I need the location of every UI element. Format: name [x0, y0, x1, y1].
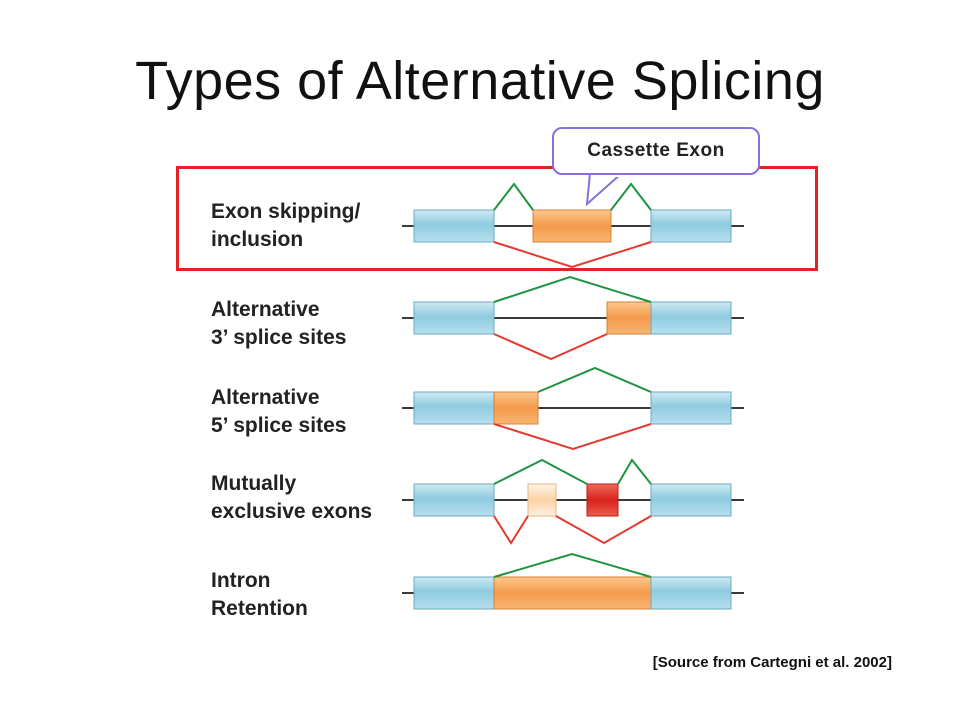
row-label-line: Exon skipping/	[211, 200, 361, 223]
skipping-path	[493, 241, 652, 269]
constitutive-exon	[413, 483, 495, 517]
row-label-line: 5’ splice sites	[211, 414, 347, 437]
skipping-path	[555, 515, 652, 545]
row-intron-retention	[402, 552, 744, 610]
row-label-line: Retention	[211, 597, 308, 620]
row-alt-3-splice	[402, 275, 744, 361]
constitutive-exon	[413, 391, 495, 425]
inclusion-path	[493, 182, 534, 211]
retained-intron	[493, 576, 652, 610]
skipping-path	[493, 423, 652, 451]
source-citation: [Source from Cartegni et al. 2002]	[652, 654, 892, 671]
row-label-intron-retention: Intron Retention	[211, 567, 308, 623]
row-label-line: Alternative	[211, 298, 320, 321]
constitutive-exon	[413, 301, 495, 335]
slide-title: Types of Alternative Splicing	[135, 51, 825, 111]
skipping-path	[493, 515, 529, 545]
inclusion-path	[493, 275, 652, 303]
constitutive-exon	[650, 576, 732, 610]
row-label-line: inclusion	[211, 228, 304, 251]
inclusion-path	[617, 458, 652, 485]
constitutive-exon	[650, 483, 732, 517]
highlight-box	[176, 166, 818, 271]
callout-box	[552, 127, 760, 175]
row-label-line: exclusive exons	[211, 500, 373, 523]
row-label-line: Mutually	[211, 472, 297, 495]
inclusion-path	[493, 552, 652, 578]
constitutive-exon	[413, 576, 495, 610]
inclusion-path	[610, 182, 652, 211]
row-label-line: Intron	[211, 569, 271, 592]
alternative-exon-segment	[606, 301, 652, 335]
row-mutually-exclusive	[402, 458, 744, 545]
mutually-exclusive-exon-a	[527, 483, 557, 517]
inclusion-path	[493, 458, 588, 485]
row-label-alt-5-splice: Alternative 5’ splice sites	[211, 384, 346, 440]
alternative-exon-segment	[493, 391, 539, 425]
constitutive-exon	[413, 209, 495, 243]
mutually-exclusive-exon-b	[586, 483, 619, 517]
row-label-exon-skipping: Exon skipping/ inclusion	[211, 198, 360, 254]
row-label-line: Alternative	[211, 386, 320, 409]
cassette-exon	[532, 209, 612, 243]
row-label-line: 3’ splice sites	[211, 326, 347, 349]
inclusion-path	[537, 366, 652, 393]
constitutive-exon	[650, 391, 732, 425]
callout-label: Cassette Exon	[587, 140, 725, 161]
row-label-alt-3-splice: Alternative 3’ splice sites	[211, 296, 346, 352]
skipping-path	[493, 333, 608, 361]
row-alt-5-splice	[402, 366, 744, 451]
row-exon-skipping	[402, 182, 744, 269]
constitutive-exon	[650, 209, 732, 243]
row-label-mutually-exclusive: Mutually exclusive exons	[211, 470, 372, 526]
constitutive-exon	[650, 301, 732, 335]
